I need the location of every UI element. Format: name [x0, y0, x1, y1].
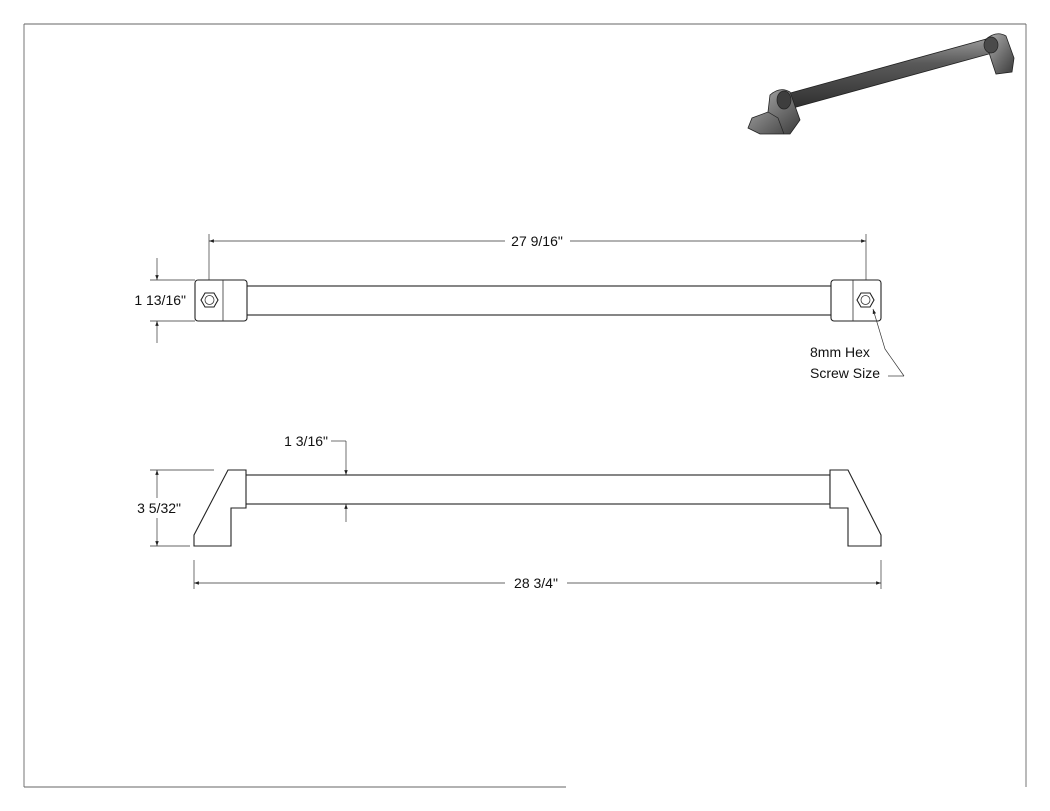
hex-screw-left	[200, 292, 219, 308]
sheet-frame	[23, 23, 1027, 788]
side-view-left-post	[193, 469, 247, 547]
dim-top-width: 27 9/16"	[511, 233, 563, 249]
dim-top-height: 1 13/16"	[134, 292, 186, 308]
side-view-bar	[243, 474, 831, 505]
side-view: 1 3/16" 3 5/32" 28 3/4"	[137, 433, 882, 591]
hex-screw-right	[856, 292, 875, 308]
top-view-bar	[243, 285, 833, 316]
dim-overall-length: 28 3/4"	[514, 575, 558, 591]
top-view: 27 9/16" 1 13/16" 8mm Hex Screw Size	[134, 233, 905, 381]
isometric-render	[747, 33, 1015, 135]
top-view-right-post	[830, 279, 882, 322]
dim-side-bar-diameter: 1 3/16"	[284, 433, 328, 449]
note-hex-line2: Screw Size	[810, 365, 880, 381]
render-rod	[782, 37, 997, 110]
side-view-right-post	[829, 469, 882, 547]
note-hex-line1: 8mm Hex	[810, 344, 870, 360]
top-view-left-post	[194, 279, 248, 322]
dim-side-height: 3 5/32"	[137, 500, 181, 516]
